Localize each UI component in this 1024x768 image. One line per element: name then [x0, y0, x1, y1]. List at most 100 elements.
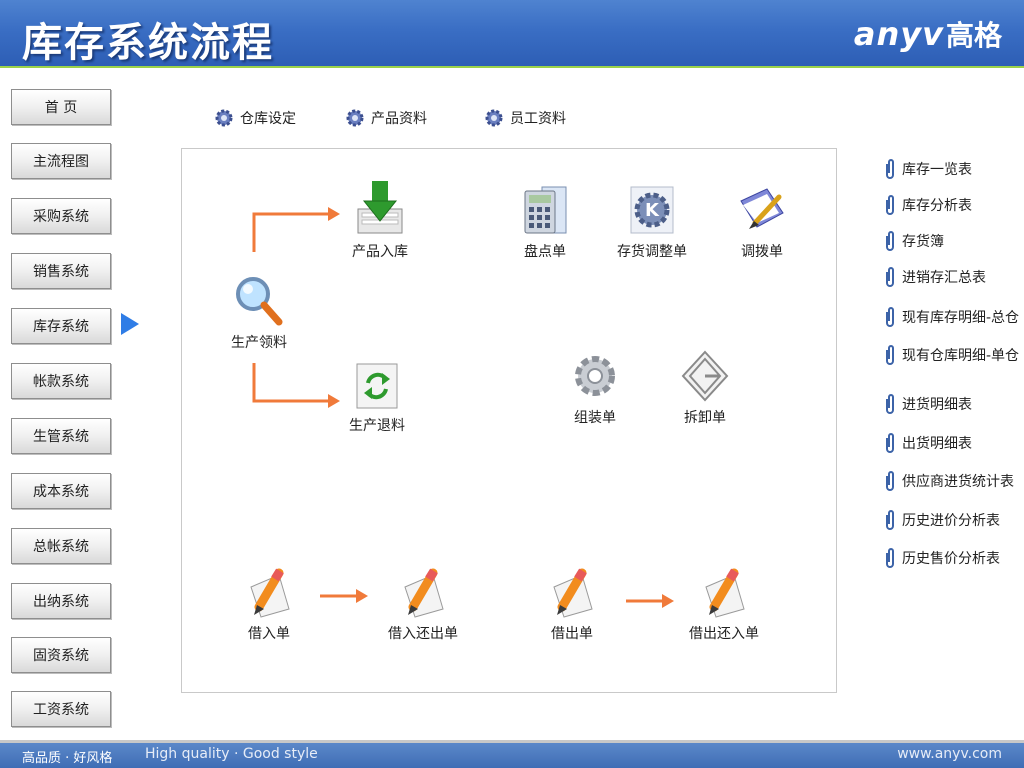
notepad-pen-icon	[740, 188, 784, 229]
lend-out-node[interactable]: 借出单	[537, 567, 607, 643]
logo-latin: anyv	[853, 15, 944, 53]
stocktake-label: 盘点单	[524, 244, 566, 260]
disassembly-label: 拆卸单	[684, 410, 726, 426]
flow-arrow-down-icon	[252, 363, 340, 408]
borrow-in-node[interactable]: 借入单	[234, 567, 304, 643]
report-link[interactable]: 出货明细表	[884, 432, 972, 454]
report-label: 现有仓库明细-单仓	[902, 348, 1020, 364]
production-return-node[interactable]: 生产退料	[342, 361, 412, 435]
svg-text:K: K	[645, 200, 660, 221]
nav-inventory-button[interactable]: 库存系统	[11, 308, 111, 344]
flow-arrow-up-icon	[252, 207, 340, 252]
report-link[interactable]: 存货簿	[884, 230, 944, 252]
gear-k-icon: K	[630, 186, 674, 234]
borrow-in-return-node[interactable]: 借入还出单	[378, 567, 468, 643]
report-link[interactable]: 库存分析表	[884, 194, 972, 216]
nav-home-button[interactable]: 首 页	[11, 89, 111, 125]
header-bar: 库存系统流程 anyv高格	[0, 0, 1024, 68]
paperclip-icon	[886, 548, 894, 568]
nav-accounts-button[interactable]: 帐款系统	[11, 363, 111, 399]
report-label: 出货明细表	[902, 436, 972, 452]
gear-icon	[575, 356, 615, 396]
gear-icon	[485, 109, 503, 127]
borrow-in-return-label: 借入还出单	[388, 626, 458, 642]
borrow-in-label: 借入单	[248, 626, 290, 642]
nav-sales-button[interactable]: 销售系统	[11, 253, 111, 289]
nav-fixed-assets-button[interactable]: 固资系统	[11, 637, 111, 673]
production-return-label: 生产退料	[349, 418, 405, 434]
warehouse-settings-label: 仓库设定	[240, 111, 296, 127]
product-in-node[interactable]: 产品入库	[345, 179, 415, 261]
flow-arrow-borrow-icon	[320, 589, 368, 603]
report-label: 进货明细表	[902, 397, 972, 413]
paperclip-icon	[886, 307, 894, 327]
gear-icon	[346, 109, 364, 127]
nav-production-button[interactable]: 生管系统	[11, 418, 111, 454]
gear-icon	[215, 109, 233, 127]
production-pick-node[interactable]: 生产领料	[224, 274, 294, 352]
nav-ledger-button[interactable]: 总帐系统	[11, 528, 111, 564]
report-label: 库存一览表	[902, 162, 972, 178]
report-link[interactable]: 进销存汇总表	[884, 266, 986, 288]
product-in-label: 产品入库	[352, 244, 408, 260]
stocktake-node[interactable]: 盘点单	[510, 183, 580, 261]
report-label: 供应商进货统计表	[902, 474, 1014, 490]
lend-out-return-label: 借出还入单	[689, 626, 759, 642]
paperclip-icon	[886, 510, 894, 530]
paperclip-icon	[886, 433, 894, 453]
active-nav-pointer-icon	[121, 313, 139, 335]
report-label: 历史售价分析表	[902, 551, 1000, 567]
footer-bar: 高品质 · 好风格 High quality · Good style www.…	[0, 740, 1024, 768]
inbox-download-icon	[357, 181, 403, 234]
disassembly-node[interactable]: 拆卸单	[670, 349, 740, 427]
warehouse-settings-link[interactable]: 仓库设定	[214, 108, 296, 128]
nav-cashier-button[interactable]: 出纳系统	[11, 583, 111, 619]
product-info-label: 产品资料	[371, 111, 427, 127]
refresh-icon	[356, 363, 398, 409]
production-pick-label: 生产领料	[231, 335, 287, 351]
stock-adjust-label: 存货调整单	[617, 244, 687, 260]
paperclip-icon	[886, 345, 894, 365]
nav-purchase-button[interactable]: 采购系统	[11, 198, 111, 234]
report-label: 现有库存明细-总仓	[902, 310, 1020, 326]
footer-slogan-cn: 高品质 · 好风格	[22, 751, 113, 766]
paperclip-icon	[886, 471, 894, 491]
report-link[interactable]: 现有库存明细-总仓	[884, 306, 1019, 328]
stock-adjust-node[interactable]: K 存货调整单	[612, 183, 692, 261]
report-link[interactable]: 历史售价分析表	[884, 547, 1000, 569]
product-info-link[interactable]: 产品资料	[345, 108, 427, 128]
pencil-paper-icon	[404, 568, 444, 618]
report-link[interactable]: 现有仓库明细-单仓	[884, 344, 1019, 366]
transfer-node[interactable]: 调拨单	[727, 183, 797, 261]
employee-info-label: 员工资料	[510, 111, 566, 127]
lend-out-return-node[interactable]: 借出还入单	[679, 567, 769, 643]
report-label: 存货簿	[902, 234, 944, 250]
flow-panel: 生产领料 产品入库 生产退料	[181, 148, 837, 693]
report-link[interactable]: 进货明细表	[884, 393, 972, 415]
paperclip-icon	[886, 267, 894, 287]
report-link[interactable]: 历史进价分析表	[884, 509, 1000, 531]
logo-cn: 高格	[945, 19, 1002, 52]
report-link[interactable]: 供应商进货统计表	[884, 470, 1014, 492]
paperclip-icon	[886, 394, 894, 414]
footer-site-link[interactable]: www.anyv.com	[897, 746, 1002, 762]
employee-info-link[interactable]: 员工资料	[484, 108, 566, 128]
magnifier-icon	[236, 277, 283, 326]
assembly-node[interactable]: 组装单	[560, 349, 630, 427]
assembly-label: 组装单	[574, 410, 616, 426]
transfer-label: 调拨单	[741, 244, 783, 260]
report-link[interactable]: 库存一览表	[884, 158, 972, 180]
calculator-icon	[524, 186, 567, 234]
report-label: 库存分析表	[902, 198, 972, 214]
footer-slogan-en: High quality · Good style	[145, 746, 318, 762]
lend-out-label: 借出单	[551, 626, 593, 642]
nav-main-flow-button[interactable]: 主流程图	[11, 143, 111, 179]
paperclip-icon	[886, 195, 894, 215]
pencil-paper-icon	[553, 568, 593, 618]
pencil-paper-icon	[705, 568, 745, 618]
page-title: 库存系统流程	[22, 19, 274, 66]
nav-cost-button[interactable]: 成本系统	[11, 473, 111, 509]
paperclip-icon	[886, 159, 894, 179]
nav-payroll-button[interactable]: 工资系统	[11, 691, 111, 727]
paperclip-icon	[886, 231, 894, 251]
